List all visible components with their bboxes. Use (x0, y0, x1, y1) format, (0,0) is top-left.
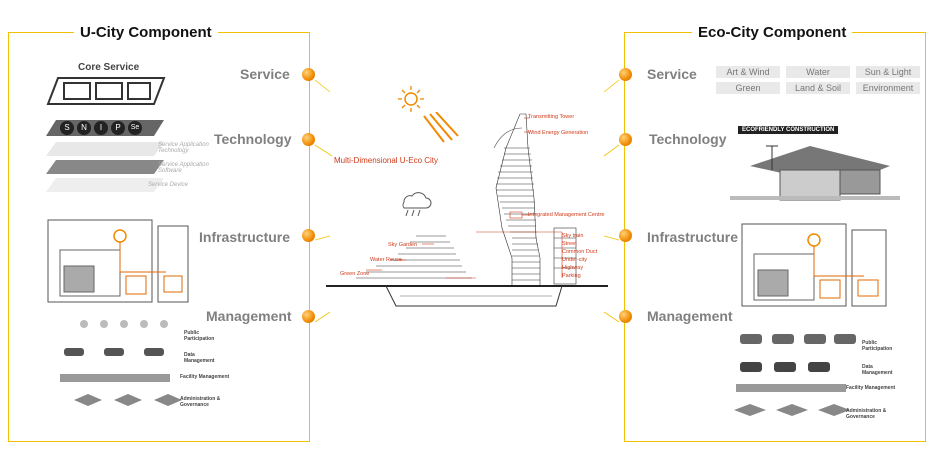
left-category-service: Service (240, 66, 290, 82)
core-icon-row: S N I P Se (60, 121, 142, 135)
left-category-technology: Technology (214, 131, 292, 147)
label-highway: Highway (562, 265, 584, 271)
service-tag-environment: Environment (856, 82, 920, 94)
right-technology-dot-icon (619, 133, 632, 146)
u-city-title: U-City Component (74, 24, 218, 41)
label-wind-energy: Wind Energy Generation (528, 130, 589, 136)
right-mgmt-admin: Administration & Governance (846, 408, 887, 420)
right-service-dot-icon (619, 68, 632, 81)
label-sky-train: Sky train (562, 233, 584, 239)
eco-city-title: Eco-City Component (692, 24, 853, 41)
right-category-management: Management (647, 308, 733, 324)
core-icon-p: P (111, 121, 125, 135)
label-parking: Parking (562, 273, 581, 279)
eco-construction-illustration (730, 145, 900, 201)
stack-label-1: Service Application Technology (158, 142, 209, 154)
eco-city-management-diagram (734, 334, 856, 416)
left-management-dot-icon (302, 310, 315, 323)
center-title: Multi-Dimensional U-Eco City (334, 156, 439, 165)
u-city-management-diagram (60, 320, 182, 406)
right-category-service: Service (647, 66, 697, 82)
service-tag-green: Green (716, 82, 780, 94)
city-cross-section (326, 113, 608, 307)
u-city-infrastructure-map (47, 219, 189, 303)
eco-construction-title: ECOFRIENDLY CONSTRUCTION (738, 126, 839, 134)
left-infrastructure-dot-icon (302, 229, 315, 242)
service-tag-sun-light: Sun & Light (856, 66, 920, 78)
right-management-dot-icon (619, 310, 632, 323)
core-icon-s: S (60, 121, 74, 135)
service-tag-water: Water (786, 66, 850, 78)
label-common-duct: Common Duct (562, 249, 598, 255)
core-icon-i: I (94, 121, 108, 135)
left-category-management: Management (206, 308, 292, 324)
core-service-logo (46, 77, 166, 105)
sun-icon (398, 86, 424, 112)
left-technology-dot-icon (302, 133, 315, 146)
left-category-infrastructure: Infrastructure (199, 229, 291, 245)
core-icon-se: Se (128, 121, 142, 135)
right-mgmt-public: Public Participation (862, 340, 893, 352)
service-tag-land-soil: Land & Soil (786, 82, 850, 94)
right-category-technology: Technology (649, 131, 727, 147)
right-mgmt-facility: Facility Management (846, 385, 896, 391)
label-integrated-management: Integrated Management Centre (528, 212, 605, 218)
right-infrastructure-dot-icon (619, 229, 632, 242)
left-mgmt-facility: Facility Management (180, 374, 230, 380)
stack-label-3: Service Device (148, 182, 189, 188)
stack-label-2: Service Application Software (158, 162, 209, 174)
label-sky-garden: Sky Garden (388, 242, 418, 248)
label-green-zone: Green Zone (340, 271, 370, 277)
label-under-city: Under-city (562, 257, 588, 263)
left-mgmt-public: Public Participation (184, 330, 215, 342)
label-street: Street (562, 241, 577, 247)
cloud-icon (402, 192, 432, 217)
label-water-reuse: Water Reuse (370, 257, 402, 263)
service-tag-art-wind: Art & Wind (716, 66, 780, 78)
eco-city-panel (624, 32, 926, 442)
solar-rays-icon (423, 112, 459, 143)
left-mgmt-data: Data Management (184, 352, 215, 364)
eco-city-infrastructure-map (741, 223, 887, 307)
left-mgmt-admin: Administration & Governance (180, 396, 221, 408)
right-mgmt-data: Data Management (862, 364, 893, 376)
core-icon-n: N (77, 121, 91, 135)
left-service-dot-icon (302, 68, 315, 81)
label-transmitting-tower: Transmitting Tower (528, 114, 575, 120)
right-category-infrastructure: Infrastructure (647, 229, 739, 245)
core-service-label: Core Service (78, 62, 140, 73)
